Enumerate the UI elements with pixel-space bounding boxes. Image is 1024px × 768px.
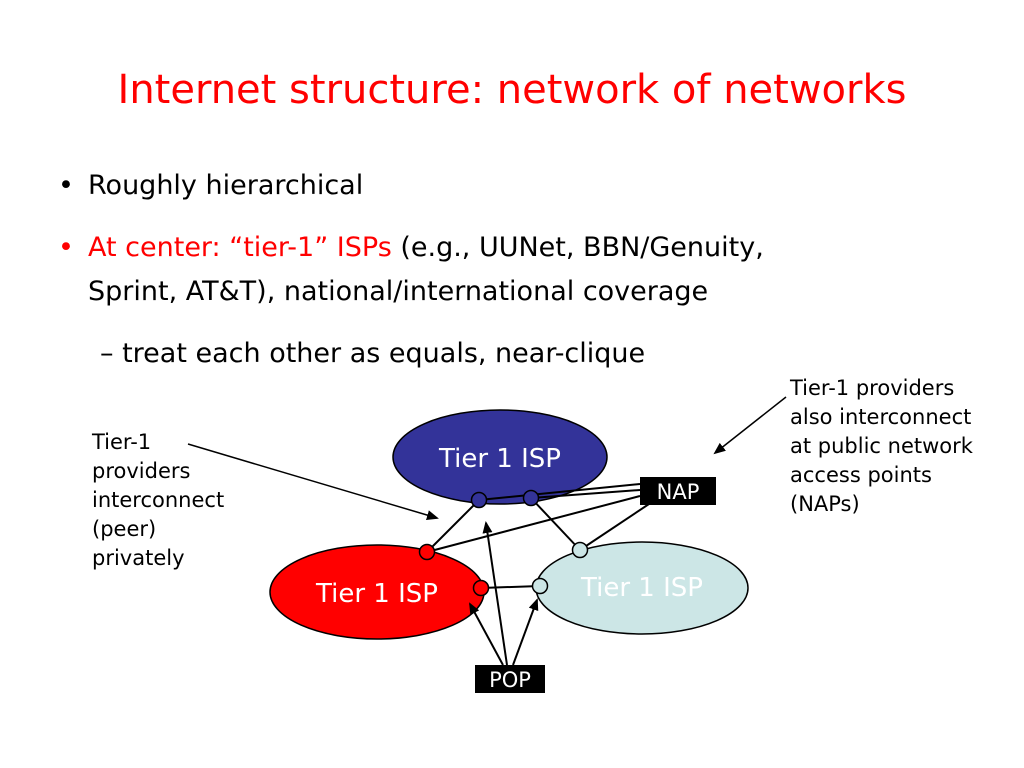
router-right-left <box>531 577 549 595</box>
sub-bullet-equals: – treat each other as equals, near-cliqu… <box>100 338 646 369</box>
router-left-right <box>472 579 490 597</box>
pop-label: POP <box>489 668 531 692</box>
isp-top-label: Tier 1 ISP <box>438 444 561 474</box>
isp-top-ellipse <box>392 409 608 505</box>
link-nap-right <box>579 501 653 551</box>
nap-label: NAP <box>657 480 700 504</box>
link-left-right <box>480 585 541 589</box>
link-top-left <box>426 499 480 553</box>
slide-title: Internet structure: network of networks <box>117 67 907 113</box>
link-nap-top2 <box>530 489 641 499</box>
router-top-b <box>522 489 540 507</box>
bullet-red-text: At center: “tier-1” ISPs <box>88 232 392 263</box>
arrow-note-right <box>713 396 787 455</box>
link-top-right <box>530 497 581 551</box>
arrow-pop-top <box>482 521 508 666</box>
nap-box <box>640 477 716 505</box>
isp-right-label: Tier 1 ISP <box>580 573 703 603</box>
bullet-dot: • <box>58 232 74 263</box>
bullet-dot: • <box>58 170 74 201</box>
note-public-naps: Tier-1 providers also interconnect at pu… <box>790 376 973 516</box>
note-private-peering: Tier-1 providers interconnect (peer) pri… <box>92 430 225 570</box>
router-top-a <box>470 491 488 509</box>
router-right-top <box>571 541 589 559</box>
router-left-top <box>418 543 436 561</box>
bullet-text-line2: Sprint, AT&T), national/international co… <box>88 276 709 307</box>
isp-left-label: Tier 1 ISP <box>315 579 438 609</box>
bullet-text-line1: At center: “tier-1” ISPs (e.g., UUNet, B… <box>88 228 764 268</box>
arrow-pop-right <box>512 598 539 666</box>
bullet-rest-text: (e.g., UUNet, BBN/Genuity, <box>391 232 764 263</box>
bullet-text: Roughly hierarchical <box>88 170 364 201</box>
pop-box <box>475 665 545 693</box>
arrow-note-left <box>187 443 439 520</box>
link-nap-left <box>426 495 641 553</box>
link-nap-top1 <box>478 483 641 501</box>
arrow-pop-left <box>469 602 504 666</box>
